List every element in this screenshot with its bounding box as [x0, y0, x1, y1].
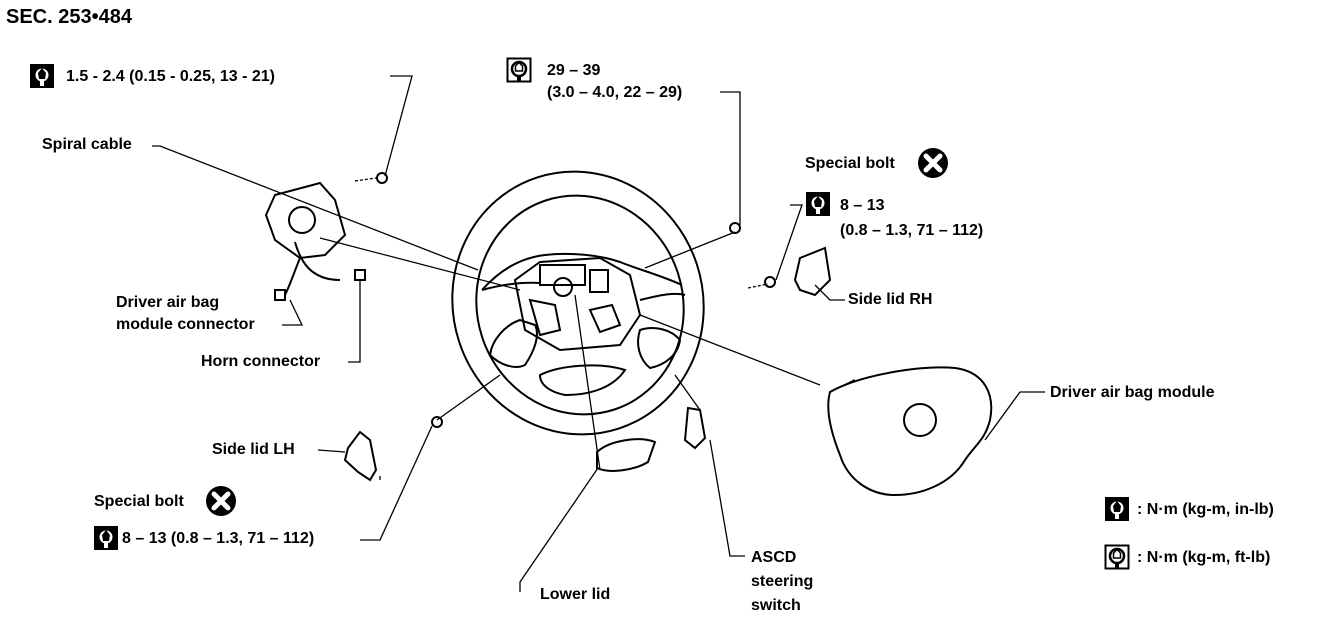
torque-wrench-inlb-icon	[806, 192, 830, 216]
torque-wrench-inlb-icon	[94, 526, 118, 550]
label-airbag-connector-line2: module connector	[116, 316, 255, 333]
leader-lines	[152, 75, 1045, 592]
section-number: SEC. 253•484	[6, 6, 132, 28]
label-airbag-connector-line1: Driver air bag	[116, 294, 220, 311]
side-lid-lh	[343, 430, 378, 482]
label-ascd-line3: switch	[751, 597, 801, 614]
torque-spec-rh-bolt-line1: 8 – 13	[840, 197, 885, 214]
torque-wrench-ftlb-icon	[506, 57, 532, 83]
label-ascd-line2: steering	[751, 573, 814, 590]
legend-inlb: : N·m (kg-m, in-lb)	[1137, 501, 1274, 518]
torque-wrench-ftlb-icon	[1104, 544, 1130, 570]
spiral-cable	[264, 181, 366, 301]
torque-spec-wheel-nut-line1: 29 – 39	[547, 62, 601, 79]
label-special-bolt-lh: Special bolt	[94, 493, 184, 510]
steering-wheel	[451, 170, 705, 436]
special-bolt-icon	[206, 486, 236, 516]
label-spiral-cable: Spiral cable	[42, 136, 132, 153]
torque-spec-wheel-nut-line2: (3.0 – 4.0, 22 – 29)	[547, 84, 683, 101]
label-side-lid-rh: Side lid RH	[848, 291, 933, 308]
torque-wrench-inlb-icon	[30, 64, 54, 88]
torque-spec-rh-bolt-line2: (0.8 – 1.3, 71 – 112)	[840, 222, 984, 239]
label-driver-airbag-module: Driver air bag module	[1050, 384, 1215, 401]
torque-wrench-inlb-icon	[1105, 497, 1129, 521]
legend-ftlb: : N·m (kg-m, ft-lb)	[1137, 549, 1271, 566]
label-horn-connector: Horn connector	[201, 353, 321, 370]
special-bolt-icon	[918, 148, 948, 178]
lower-lid	[596, 438, 657, 472]
label-special-bolt-rh: Special bolt	[805, 155, 895, 172]
bolts	[376, 172, 776, 428]
torque-spec-lh-bolt: 8 – 13 (0.8 – 1.3, 71 – 112)	[122, 530, 315, 547]
label-ascd-line1: ASCD	[751, 549, 797, 566]
driver-airbag-module	[827, 366, 993, 497]
label-side-lid-lh: Side lid LH	[212, 441, 295, 458]
ascd-switch	[683, 406, 707, 450]
torque-spec-spiral-screw: 1.5 - 2.4 (0.15 - 0.25, 13 - 21)	[66, 68, 276, 85]
label-lower-lid: Lower lid	[540, 586, 611, 603]
side-lid-rh	[793, 246, 832, 297]
